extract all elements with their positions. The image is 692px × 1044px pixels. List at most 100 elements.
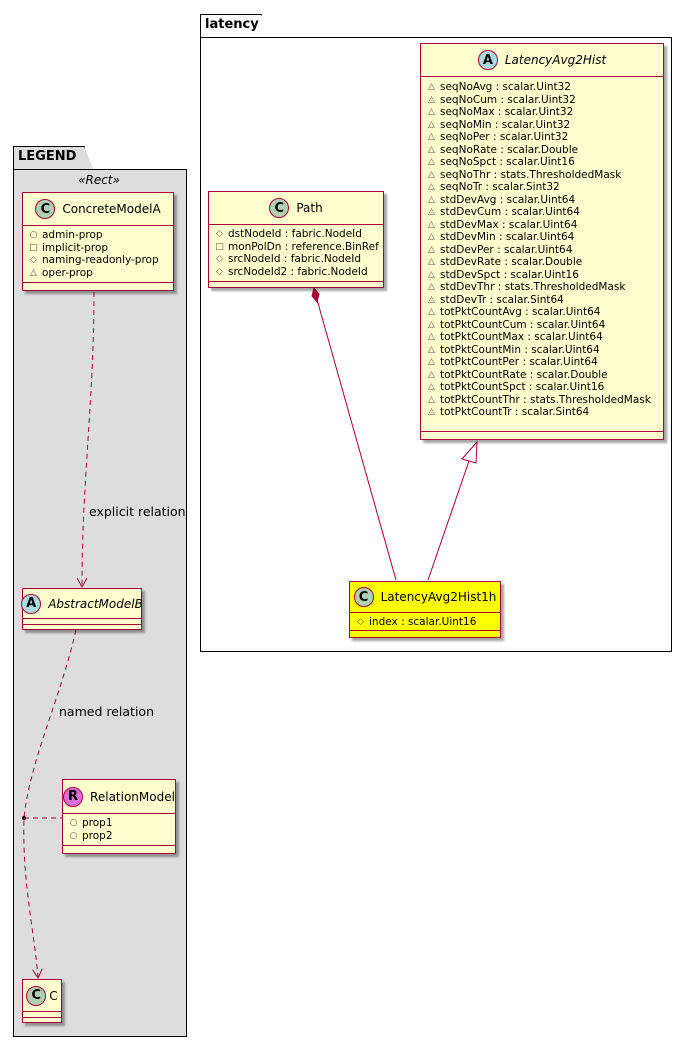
latency-avg2hist-class[interactable]: A LatencyAvg2Hist △seqNoAvg : scalar.Uin… [420, 43, 664, 440]
attr-row: △stdDevAvg : scalar.Uint64 [428, 193, 576, 206]
protected-icon: ◇ [216, 229, 223, 239]
protected-icon: ◇ [216, 266, 223, 277]
attr-row: △totPktCountTr : scalar.Sint64 [428, 406, 590, 418]
package-icon: △ [428, 82, 435, 92]
attr-row: △seqNoAvg : scalar.Uint32 [428, 81, 571, 93]
attr-row: ◇srcNodeId : fabric.NodeId [216, 253, 362, 265]
concrete-model-name: ConcreteModelA [62, 202, 161, 216]
package-icon: △ [428, 119, 435, 130]
attr-row: △totPktCountThr : stats.ThresholdedMask [428, 393, 651, 406]
relation-model-class[interactable]: R RelationModel ○prop1 ○prop2 [62, 779, 176, 854]
attr-row: △totPktCountPer : scalar.Uint64 [428, 356, 598, 368]
attr-row: △stdDevMax : scalar.Uint64 [428, 218, 578, 231]
package-icon: △ [428, 94, 435, 105]
package-icon: △ [428, 407, 435, 417]
package-icon: △ [428, 382, 435, 392]
package-icon: △ [428, 157, 435, 167]
protected-icon: ◇ [357, 617, 364, 627]
c-model-name: C [49, 988, 58, 1003]
attr-row: △totPktCountRate : scalar.Double [428, 368, 608, 381]
composition-diamond [311, 286, 320, 304]
package-icon: △ [428, 194, 435, 205]
legend-package-tab: LEGEND [13, 146, 85, 170]
attr-row: △totPktCountMin : scalar.Uint64 [428, 343, 600, 356]
attr-row: ○prop1 [69, 817, 113, 829]
attr-row: △stdDevCum : scalar.Uint64 [428, 206, 580, 218]
package-icon: △ [428, 232, 435, 242]
abstract-model-class[interactable]: A AbstractModelB [21, 588, 143, 630]
package-icon: △ [428, 107, 435, 117]
class-c-icon: C [35, 199, 56, 219]
package-icon: △ [428, 182, 435, 192]
attr-row: △seqNoMax : scalar.Uint32 [428, 106, 574, 118]
avg2hist-attr-list: △seqNoAvg : scalar.Uint32△seqNoCum : sca… [421, 77, 663, 432]
attr-row: △totPktCountCum : scalar.Uint64 [428, 318, 606, 331]
attr-row: △stdDevTr : scalar.Sint64 [428, 293, 564, 306]
attr-row: △totPktCountAvg : scalar.Uint64 [428, 306, 601, 318]
package-icon: △ [428, 169, 435, 180]
package-icon: △ [428, 132, 435, 142]
package-icon: △ [428, 369, 435, 380]
attr-row: ◇dstNodeId : fabric.NodeId [216, 228, 362, 240]
attr-row: △totPktCountMax : scalar.Uint64 [428, 331, 603, 343]
attr-row: ◇naming-readonly-prop [30, 254, 159, 266]
package-icon: △ [428, 269, 435, 280]
attr-row: ○admin-prop [29, 229, 103, 241]
public-icon: ○ [69, 830, 78, 841]
attr-row: □implicit-prop [29, 241, 109, 254]
public-icon: ○ [69, 818, 78, 828]
explicit-relation-label: explicit relation [89, 504, 186, 519]
attr-row: ◇index : scalar.Uint16 [357, 616, 477, 628]
class-c-icon: C [269, 198, 290, 218]
class-r-icon: R [63, 786, 84, 807]
generalization-line [427, 460, 470, 581]
legend-stereotype: «Rect» [78, 173, 120, 187]
package-icon: △ [428, 307, 435, 317]
attr-row: △seqNoCum : scalar.Uint32 [428, 93, 576, 106]
package-icon: △ [30, 267, 37, 278]
path-name: Path [296, 201, 323, 215]
attr-row: △stdDevThr : stats.ThresholdedMask [428, 281, 626, 293]
protected-icon: ◇ [30, 255, 37, 265]
explicit-relation-line [82, 291, 95, 586]
package-icon: △ [428, 294, 435, 305]
attr-row: △seqNoSpct : scalar.Uint16 [428, 156, 575, 168]
private-icon: □ [29, 242, 38, 253]
named-relation-line [23, 629, 77, 977]
concrete-model-class[interactable]: C ConcreteModelA ○admin-prop □implicit-p… [22, 192, 174, 291]
generalization-triangle [461, 440, 478, 464]
class-c-icon: C [26, 985, 47, 1006]
protected-icon: ◇ [216, 254, 223, 264]
class-a-icon: A [21, 593, 42, 614]
class-c-icon: C [353, 587, 374, 607]
avg2hist-name: LatencyAvg2Hist [504, 53, 607, 67]
relation-model-name: RelationModel [90, 789, 175, 804]
package-icon: △ [428, 344, 435, 355]
attr-row: △totPktCountSpct : scalar.Uint16 [428, 381, 605, 393]
latency-avg2hist1h-class[interactable]: C LatencyAvg2Hist1h ◇index : scalar.Uint… [349, 581, 501, 638]
attr-row: △seqNoThr : stats.ThresholdedMask [428, 168, 622, 181]
attr-row: △seqNoRate : scalar.Double [428, 143, 579, 156]
package-icon: △ [428, 257, 435, 267]
attr-row: △seqNoMin : scalar.Uint32 [428, 118, 571, 131]
package-icon: △ [428, 357, 435, 367]
path-class[interactable]: C Path ◇dstNodeId : fabric.NodeId □monPo… [208, 191, 384, 288]
attr-row: △stdDevPer : scalar.Uint64 [428, 243, 573, 256]
package-icon: △ [428, 394, 435, 405]
c-class[interactable]: C C [22, 979, 62, 1023]
private-icon: □ [215, 241, 224, 252]
package-icon: △ [428, 332, 435, 342]
attr-row: △seqNoPer : scalar.Uint32 [428, 131, 569, 143]
hist1h-name: LatencyAvg2Hist1h [380, 590, 497, 604]
named-relation-label: named relation [59, 704, 154, 719]
package-icon: △ [428, 207, 435, 217]
package-icon: △ [428, 282, 435, 292]
attr-row: ○prop2 [69, 829, 113, 842]
attr-row: △stdDevRate : scalar.Double [428, 256, 583, 268]
attr-row: ◇srcNodeId2 : fabric.NodeId [216, 265, 368, 278]
attr-row: △oper-prop [30, 266, 93, 279]
attr-row: □monPolDn : reference.BinRef [215, 240, 379, 253]
composition-line [315, 295, 397, 581]
package-icon: △ [428, 219, 435, 230]
